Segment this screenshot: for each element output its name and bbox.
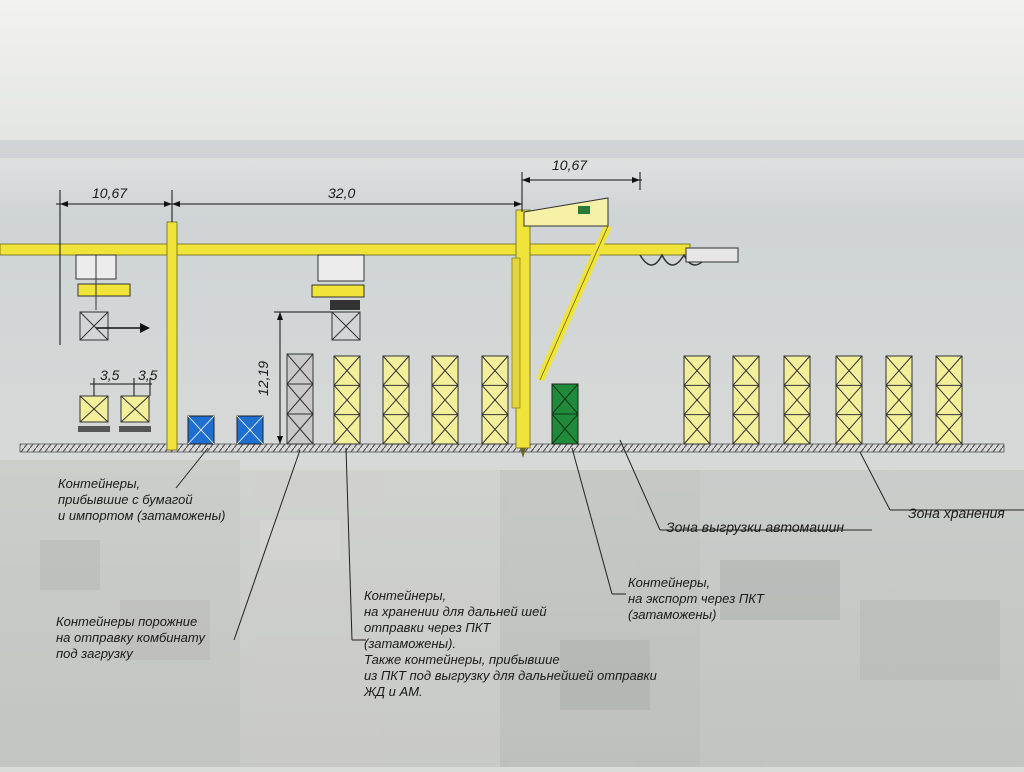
crane-right-foot — [520, 448, 526, 458]
crane-leg-ladder — [511, 257, 521, 409]
import-containers — [78, 395, 151, 432]
trolley-center — [311, 254, 365, 341]
zone-stack — [885, 355, 913, 445]
label-empty-containers: Контейнеры порожние на отправку комбинат… — [56, 614, 205, 661]
dim-gap-a: 3,5 — [100, 367, 120, 383]
horizon-band — [0, 140, 1024, 158]
label-import-containers: Контейнеры, прибывшие с бумагой и импорт… — [58, 476, 226, 523]
zone-stack — [935, 355, 963, 445]
leader-lines — [175, 439, 1024, 641]
cable-drum — [685, 247, 739, 263]
grey-stack — [286, 353, 314, 445]
dim-gap-b: 3,5 — [138, 367, 158, 383]
storage-stacks-span — [333, 355, 509, 445]
dim-height: 12,19 — [255, 361, 271, 396]
ground-rail — [19, 443, 1005, 453]
label-storage-containers: Контейнеры, на хранении для дальней шей … — [364, 588, 657, 699]
dim-left-outreach: 10,67 — [92, 185, 128, 201]
dimension-lines — [56, 172, 642, 444]
export-container — [551, 383, 579, 445]
storage-zone-stacks — [683, 355, 963, 445]
storage-stack — [382, 355, 410, 445]
zone-stack — [835, 355, 863, 445]
crane-girder — [0, 243, 691, 256]
operator-cabin — [523, 197, 609, 227]
cable-festoon — [639, 253, 709, 266]
zone-stack — [732, 355, 760, 445]
crane-left-leg — [166, 221, 178, 451]
storage-stack — [431, 355, 459, 445]
label-truck-zone: Зона выгрузки автомашин — [666, 519, 845, 535]
zone-stack — [683, 355, 711, 445]
storage-stack — [481, 355, 509, 445]
zone-stack — [783, 355, 811, 445]
dim-right-outreach: 10,67 — [552, 157, 588, 173]
empty-containers — [187, 415, 264, 445]
trolley-left — [75, 254, 131, 341]
cabin-window — [578, 206, 590, 214]
dim-span: 32,0 — [328, 185, 355, 201]
label-export-containers: Контейнеры, на экспорт через ПКТ (затамо… — [628, 575, 764, 622]
label-storage-zone: Зона хранения — [908, 505, 1005, 521]
storage-stack — [333, 355, 361, 445]
